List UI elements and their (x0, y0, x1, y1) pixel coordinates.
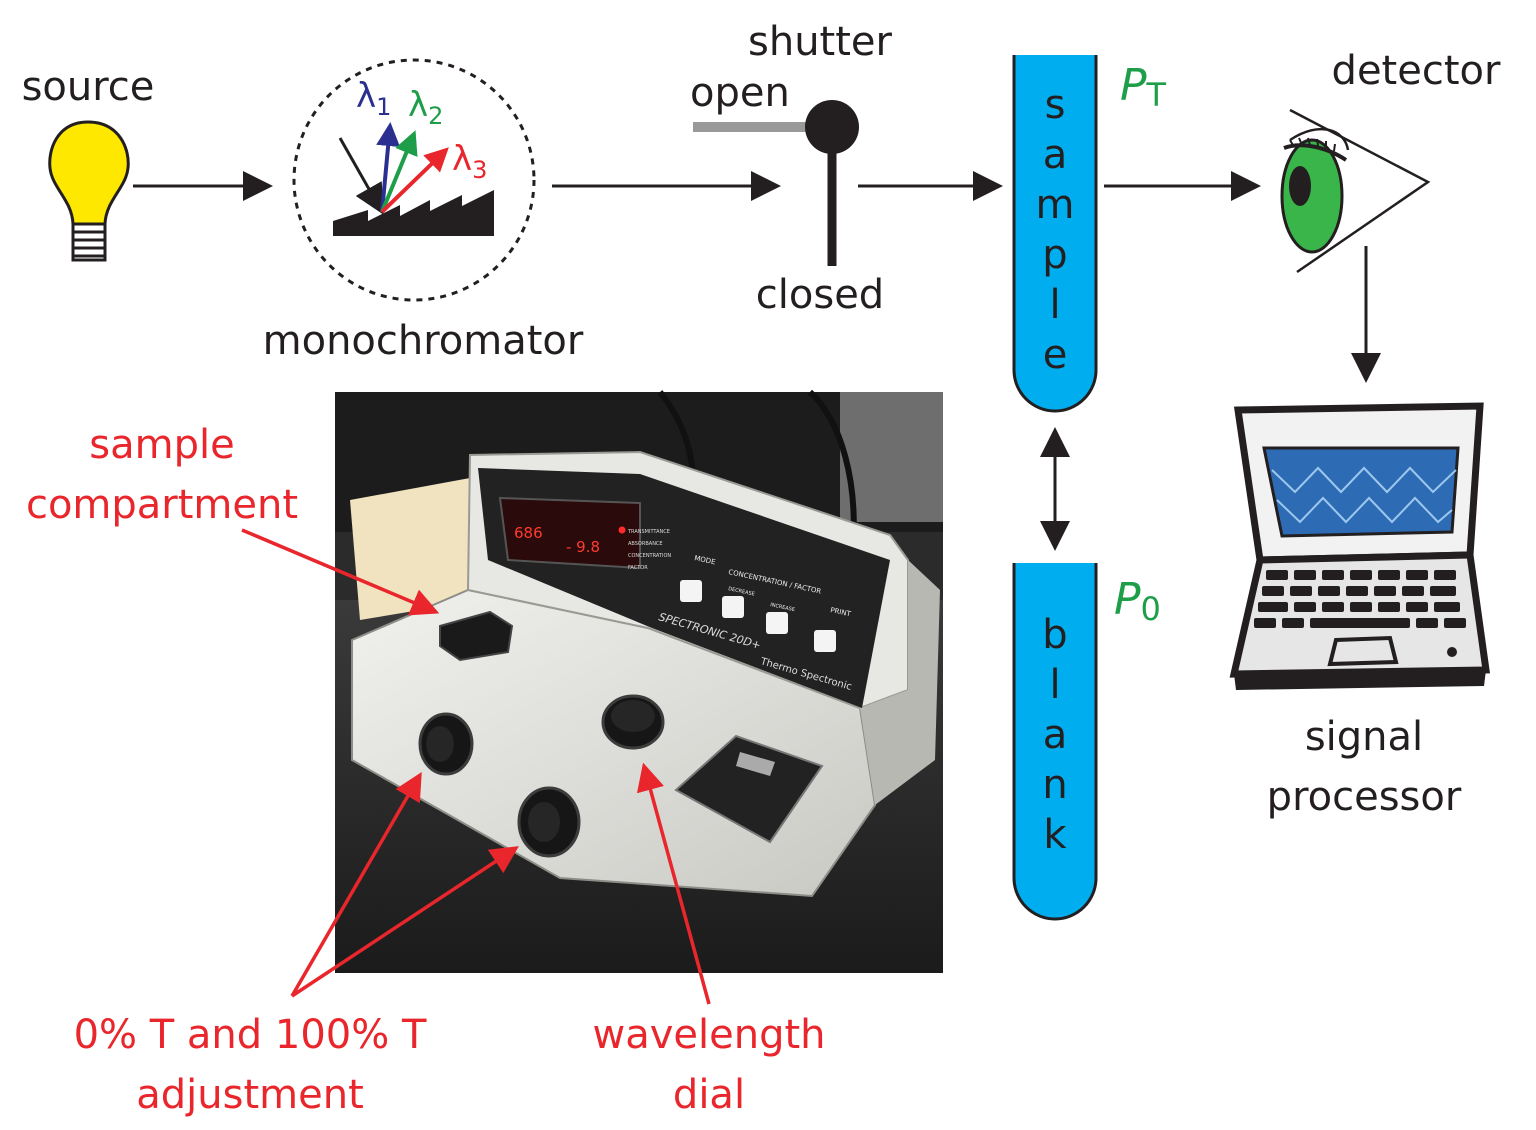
source-lamp: source (22, 64, 155, 262)
arrow-to-sample-compartment (241, 528, 440, 616)
panel-button-print (814, 630, 836, 652)
wavelength-dial-label-line1: wavelength (592, 1012, 825, 1058)
laptop-icon (1229, 402, 1491, 690)
shutter-open-label: open (690, 70, 790, 116)
panel-indicator: ABSORBANCE (628, 541, 663, 547)
blank-tube: b l a n k (1012, 563, 1098, 921)
adjustment-label-line1: 0% T and 100% T (74, 1012, 427, 1058)
blank-letter: l (1049, 662, 1060, 708)
light-bulb-icon (48, 120, 130, 262)
p0-label: P0 (1114, 574, 1161, 628)
sample-compartment-label-line2: compartment (26, 482, 298, 528)
source-label: source (22, 64, 155, 110)
lambda1-label: λ1 (356, 76, 391, 121)
lambda2-ray (380, 130, 418, 213)
spectrometer-photo: 686 - 9.8 TRANSMITTANCE ABSORBANCE CONCE… (335, 389, 943, 973)
pt-label: PT (1120, 60, 1167, 114)
panel-indicator: CONCENTRATION (628, 553, 671, 559)
arrow-to-wavelength-dial (636, 762, 711, 1005)
incident-ray (338, 137, 384, 215)
monochromator: λ1 λ2 λ3 monochromator (263, 58, 584, 364)
diffraction-grating (333, 190, 494, 236)
sample-letter: m (1036, 182, 1075, 228)
blank-letter: k (1043, 812, 1067, 858)
adjustment-knob-left (418, 712, 474, 776)
lambda3-ray (380, 147, 449, 214)
display-window (498, 496, 641, 570)
panel-button-increase (766, 612, 788, 634)
shutter-pivot (805, 100, 859, 154)
adjustment-knob-right (517, 786, 581, 858)
shutter: shutter open closed (690, 19, 893, 318)
display-wavelength: 686 (514, 524, 543, 542)
sample-letter: s (1045, 82, 1066, 128)
instruction-plate (674, 734, 824, 844)
adjustment-label-line2: adjustment (136, 1072, 364, 1118)
signal-processor-label-line1: signal (1305, 714, 1423, 760)
monochromator-dashed-circle (292, 58, 536, 302)
shutter-label: shutter (748, 19, 893, 65)
sample-compartment-lid (439, 610, 514, 662)
arrow-to-right-knob (291, 846, 519, 998)
eye-icon (1280, 108, 1431, 274)
panel-indicator: TRANSMITTANCE (627, 529, 670, 535)
sample-compartment-label-line1: sample (89, 422, 234, 468)
blank-letter: b (1042, 612, 1067, 658)
signal-processor-label-line2: processor (1267, 774, 1462, 820)
lambda3-label: λ3 (452, 139, 487, 184)
sample-letter: e (1043, 332, 1068, 378)
lambda1-ray (376, 122, 401, 213)
wavelength-dial-knob (601, 694, 665, 750)
blank-letter: a (1043, 712, 1068, 758)
panel-increase-label: INCREASE (770, 602, 796, 613)
detector-label: detector (1332, 48, 1501, 94)
panel-indicator: FACTOR (628, 565, 648, 571)
display-reading: - 9.8 (566, 538, 600, 556)
panel-button-mode (680, 580, 702, 602)
sample-letter: p (1042, 232, 1067, 278)
sample-tube: s a m p l e (1012, 55, 1098, 413)
signal-processor: signal processor (1229, 402, 1491, 820)
sample-letter: l (1049, 282, 1060, 328)
panel-button-decrease (722, 596, 744, 618)
arrow-to-left-knob (290, 771, 422, 997)
shutter-closed-label: closed (756, 272, 884, 318)
detector: detector (1280, 48, 1501, 274)
monochromator-label: monochromator (263, 318, 584, 364)
blank-letter: n (1042, 762, 1067, 808)
wavelength-dial-label-line2: dial (673, 1072, 745, 1118)
panel-decrease-label: DECREASE (728, 586, 756, 597)
lambda2-label: λ2 (408, 85, 443, 130)
sample-letter: a (1043, 132, 1068, 178)
